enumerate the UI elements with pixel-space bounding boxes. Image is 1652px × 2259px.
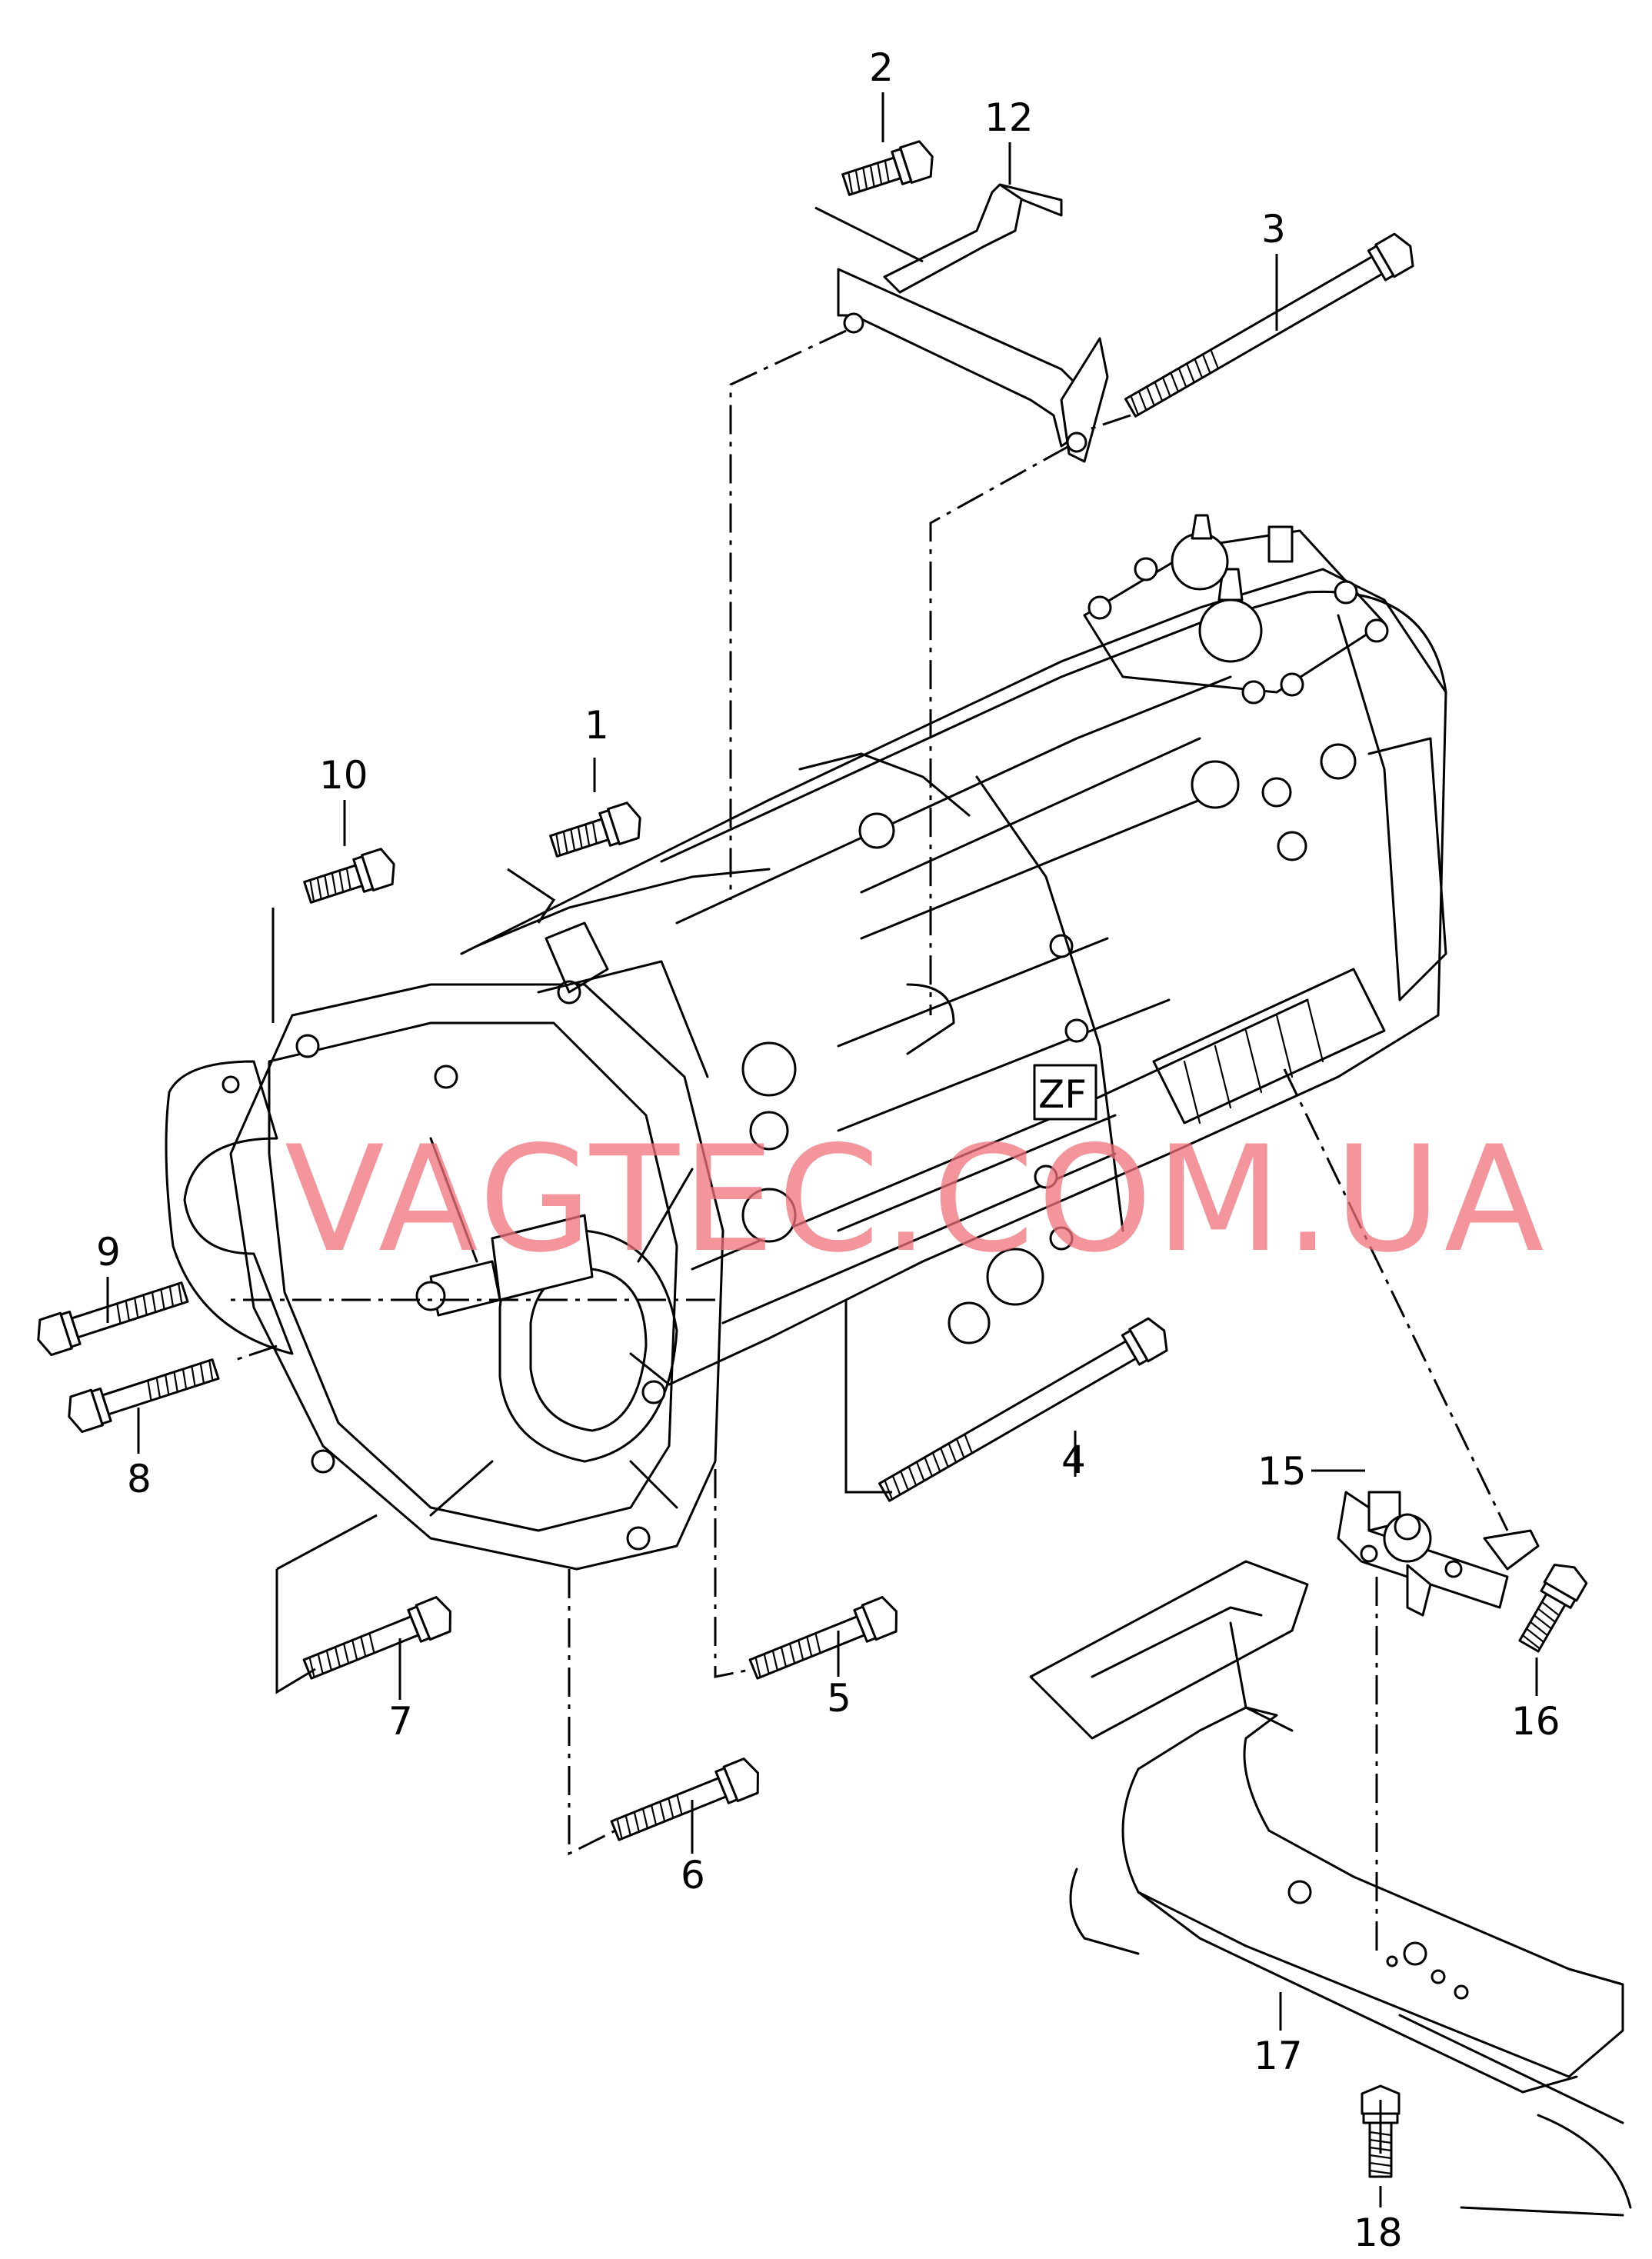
- callout-15: 15: [1257, 1449, 1307, 1494]
- bolt-10: [301, 845, 401, 911]
- bolt-7: [299, 1593, 458, 1688]
- callout-9: 9: [96, 1230, 121, 1274]
- gearbox-mount-15: [1337, 1491, 1540, 1617]
- manufacturer-logo: ZF: [1038, 1072, 1087, 1117]
- bolt-9: [31, 1273, 192, 1359]
- callout-10: 10: [319, 753, 368, 798]
- callout-8: 8: [127, 1457, 152, 1501]
- bolt-3: [1120, 228, 1421, 425]
- callout-17: 17: [1254, 2034, 1303, 2078]
- bolt-6: [607, 1754, 766, 1849]
- callout-12: 12: [984, 95, 1034, 140]
- transmission-assembly: ZF: [460, 514, 1447, 1386]
- watermark: VAGTEC.COM.UA: [285, 1115, 1547, 1284]
- bolt-16: [1511, 1557, 1592, 1657]
- bolt-1: [547, 799, 648, 865]
- bracket-12: [837, 183, 1109, 463]
- callout-16: 16: [1511, 1699, 1560, 1744]
- bolt-4: [874, 1313, 1175, 1510]
- bolt-8: [62, 1350, 222, 1436]
- callout-18: 18: [1354, 2211, 1403, 2255]
- callout-4: 4: [1061, 1438, 1086, 1482]
- alignment-lines: [230, 329, 1509, 1954]
- callout-6: 6: [681, 1853, 705, 1897]
- leader-lines: [106, 92, 1538, 2207]
- bell-housing: [165, 921, 724, 1571]
- bolt-2: [839, 138, 940, 204]
- crossmember-17: [1029, 1560, 1632, 2217]
- callout-labels: 1 2 3 4 5 6 7 8 9 10 12 15 16 17 18: [96, 45, 1560, 2255]
- callout-2: 2: [869, 45, 894, 90]
- callout-7: 7: [388, 1699, 413, 1744]
- callout-3: 3: [1261, 207, 1286, 252]
- bolt-5: [745, 1593, 904, 1688]
- callout-1: 1: [585, 703, 609, 748]
- callout-5: 5: [827, 1676, 851, 1721]
